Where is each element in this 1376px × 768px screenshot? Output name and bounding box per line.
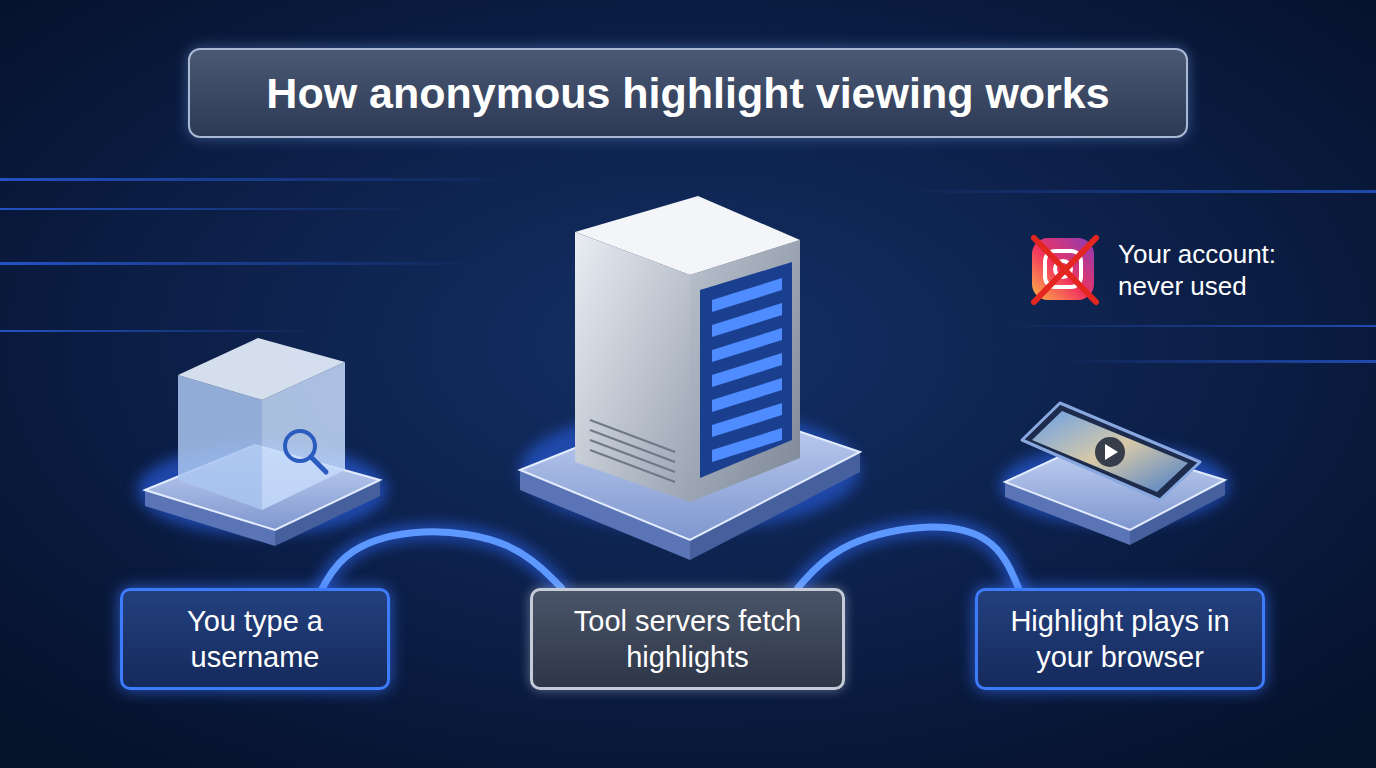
platform [1005,440,1225,530]
streak [0,178,520,181]
streak [0,208,420,210]
note: Your account: never used [1118,238,1313,302]
server-top [575,196,800,275]
cross-mark [1034,238,1096,302]
connector-glow [323,532,562,588]
streak [1000,325,1376,327]
server-vents [590,420,675,482]
box-label: Tool servers fetch highlights [563,603,813,675]
title-box: How anonymous highlight viewing works [188,48,1188,138]
server-front [690,240,800,502]
process-box: Tool servers fetch highlights [530,588,845,690]
slot [712,428,782,462]
account-icon [1032,238,1096,302]
server-panel [700,262,792,478]
streak [1060,360,1376,363]
cross-mark [1034,238,1096,302]
title: How anonymous highlight viewing works [266,69,1109,118]
connector-glow [798,527,1019,588]
box-label: You type a username [141,603,369,675]
server-tower [520,196,860,560]
magnifier-handle [311,457,326,472]
process-box: You type a username [120,588,390,690]
streak [900,190,1376,193]
phone-screen [1032,411,1188,492]
vent [590,440,675,472]
connector [798,527,1019,588]
vent [590,450,675,482]
play-button [1095,437,1125,467]
phone-body [1022,403,1200,500]
process-box: Highlight plays in your browser [975,588,1265,690]
server-side [575,232,690,502]
vent [590,420,675,452]
phone [1000,403,1230,545]
box-label: Highlight plays in your browser [996,603,1244,675]
cube-face [178,338,345,400]
streak [0,262,480,265]
search-cube [137,338,387,546]
server-slots [712,278,782,462]
streak [0,330,320,332]
vent [590,430,675,462]
connector [323,532,562,588]
play-icon [1105,444,1118,460]
